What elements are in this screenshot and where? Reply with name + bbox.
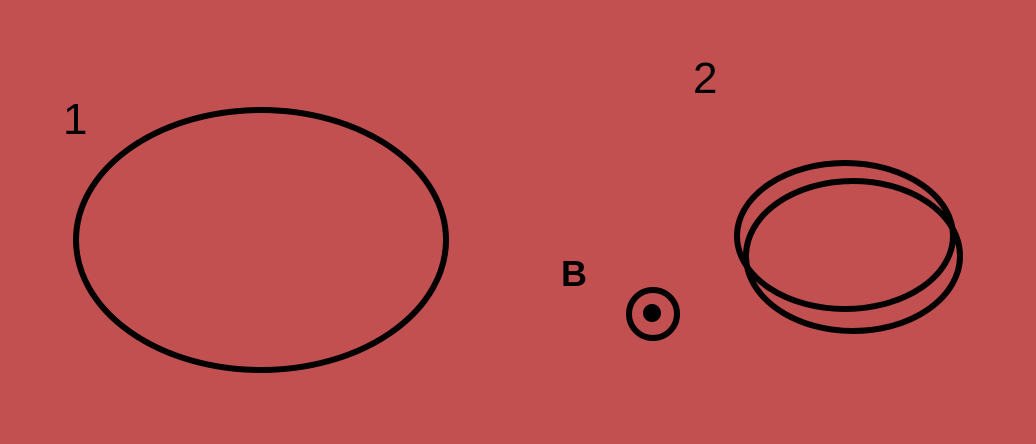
loop-1-label: 1 [63, 95, 88, 144]
magnetic-field-label: B [561, 253, 587, 294]
loop-2-front-turn [743, 178, 963, 334]
loop-1-ellipse [73, 107, 449, 373]
field-out-of-page-symbol-ring [626, 287, 680, 341]
loop-2-label: 2 [693, 54, 718, 103]
field-out-of-page-symbol-dot [643, 304, 661, 322]
